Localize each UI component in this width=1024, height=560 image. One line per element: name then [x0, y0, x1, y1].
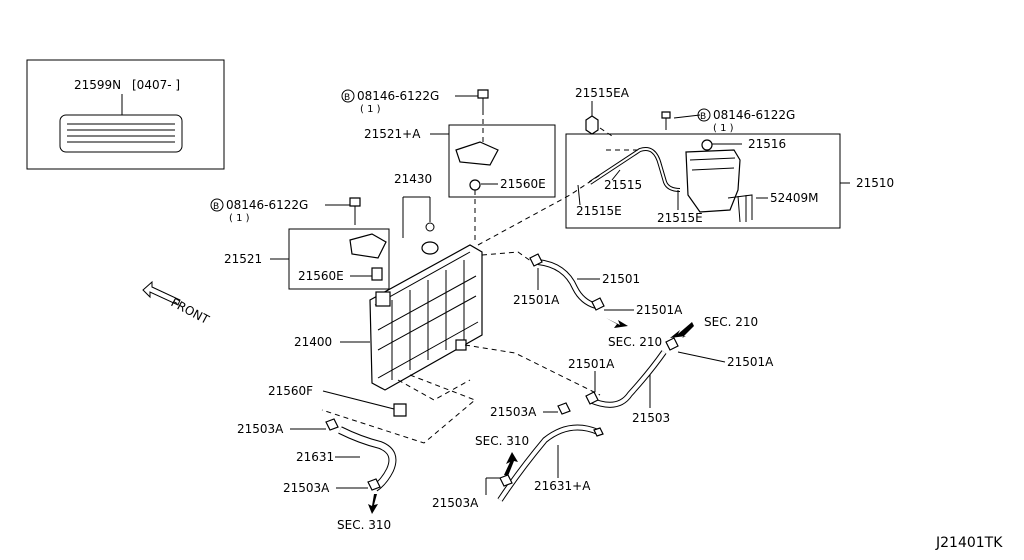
bolt-upper-right[interactable]: B 08146-6122G ( 1 ) [661, 108, 795, 134]
flow-arrow-icon [606, 318, 628, 328]
part-21503[interactable]: 21503 [632, 411, 670, 425]
rubber-insulator-icon [469, 179, 481, 191]
o-ring-icon [425, 222, 435, 232]
reservoir-tank-icon [685, 149, 741, 213]
bolt-upper-mid[interactable]: B 08146-6122G ( 1 ) [341, 89, 489, 115]
part-21560E-upper[interactable]: 21560E [500, 177, 546, 191]
bracket-icon [727, 194, 753, 223]
diagram-id: J21401TK [935, 535, 1003, 551]
part-21515E-right[interactable]: 21515E [657, 211, 703, 225]
bolt-code: 08146-6122G [226, 198, 308, 212]
part-21503A-3[interactable]: 21503A [283, 481, 330, 495]
radiator-tank-icon [375, 291, 391, 307]
hose-clamp-icon [591, 297, 605, 311]
part-21631A[interactable]: 21631+A [534, 479, 591, 493]
hose-clamp-icon [367, 478, 381, 491]
bolt-qty: ( 1 ) [360, 104, 381, 115]
bolt-qty: ( 1 ) [713, 123, 734, 134]
front-label: FRONT [169, 295, 212, 327]
label-part-number[interactable]: 21599N [74, 78, 121, 92]
part-21510[interactable]: 21510 [856, 176, 894, 190]
part-21521A[interactable]: 21521+A [364, 127, 421, 141]
front-direction-indicator: FRONT [142, 280, 212, 327]
part-52409M[interactable]: 52409M [770, 191, 819, 205]
bolt-code: 08146-6122G [713, 108, 795, 122]
label-box: 21599N [0407- ] [26, 59, 225, 170]
svg-text:B: B [700, 112, 706, 122]
svg-text:B: B [213, 202, 219, 212]
bolt-symbol-icon [341, 89, 355, 103]
part-21503A-1[interactable]: 21503A [490, 405, 537, 419]
radiator[interactable] [369, 244, 483, 391]
part-21503A-4[interactable]: 21503A [432, 496, 479, 510]
part-21503A-2[interactable]: 21503A [237, 422, 284, 436]
part-21501A-3[interactable]: 21501A [727, 355, 774, 369]
part-21515EA[interactable]: 21515EA [575, 86, 630, 100]
reservoir-cap-icon [701, 139, 713, 151]
hose-clamp-icon [529, 253, 543, 267]
caution-label-icon [59, 114, 183, 153]
bolt-code: 08146-6122G [357, 89, 439, 103]
part-21400[interactable]: 21400 [294, 335, 332, 349]
sec-310-a[interactable]: SEC. 310 [475, 434, 529, 448]
hose-clamp-icon [557, 402, 571, 415]
part-21631[interactable]: 21631 [296, 450, 334, 464]
hose-clamp-icon [665, 337, 679, 351]
front-arrow-icon [142, 280, 181, 306]
bolt-symbol-icon [210, 198, 224, 212]
bolt-icon [477, 89, 489, 99]
part-21501A-4[interactable]: 21501A [568, 357, 615, 371]
sec-310-b[interactable]: SEC. 310 [337, 518, 391, 532]
part-21501A-2[interactable]: 21501A [636, 303, 683, 317]
sec-210-a[interactable]: SEC. 210 [608, 335, 662, 349]
part-21515[interactable]: 21515 [604, 178, 642, 192]
part-21560F[interactable]: 21560F [268, 384, 313, 398]
clip-icon [585, 115, 599, 135]
label-date-range: [0407- ] [132, 78, 180, 92]
flow-arrow-icon [670, 322, 694, 338]
part-21560E-left[interactable]: 21560E [298, 269, 344, 283]
radiator-core-icon [369, 244, 483, 391]
hose-clamp-icon [325, 418, 339, 431]
hose-clamp-icon [499, 474, 513, 487]
part-21501A-1[interactable]: 21501A [513, 293, 560, 307]
bolt-qty: ( 1 ) [229, 213, 250, 224]
bolt-icon [661, 111, 671, 119]
svg-text:B: B [344, 93, 350, 103]
sec-210-b[interactable]: SEC. 210 [704, 315, 758, 329]
reservoir-group: 21510 21516 52409M 21515 21515E 21515E [565, 133, 894, 229]
part-21501[interactable]: 21501 [602, 272, 640, 286]
bolt-icon [349, 197, 361, 207]
mount-bracket-icon [455, 141, 499, 166]
flow-arrow-icon [368, 494, 378, 514]
hose-clamp-icon [585, 391, 599, 405]
rubber-insulator-icon [371, 267, 383, 281]
part-21515E-left[interactable]: 21515E [576, 204, 622, 218]
drain-plug-icon [393, 403, 407, 417]
mount-bracket-icon [349, 233, 387, 259]
radiator-cap-icon [421, 241, 439, 255]
bolt-left[interactable]: B 08146-6122G ( 1 ) [210, 197, 361, 225]
part-21430[interactable]: 21430 [394, 172, 432, 186]
part-21516[interactable]: 21516 [748, 137, 786, 151]
part-21521[interactable]: 21521 [224, 252, 262, 266]
bracket-box-upper [448, 124, 556, 198]
flow-arrow-icon [504, 452, 518, 476]
